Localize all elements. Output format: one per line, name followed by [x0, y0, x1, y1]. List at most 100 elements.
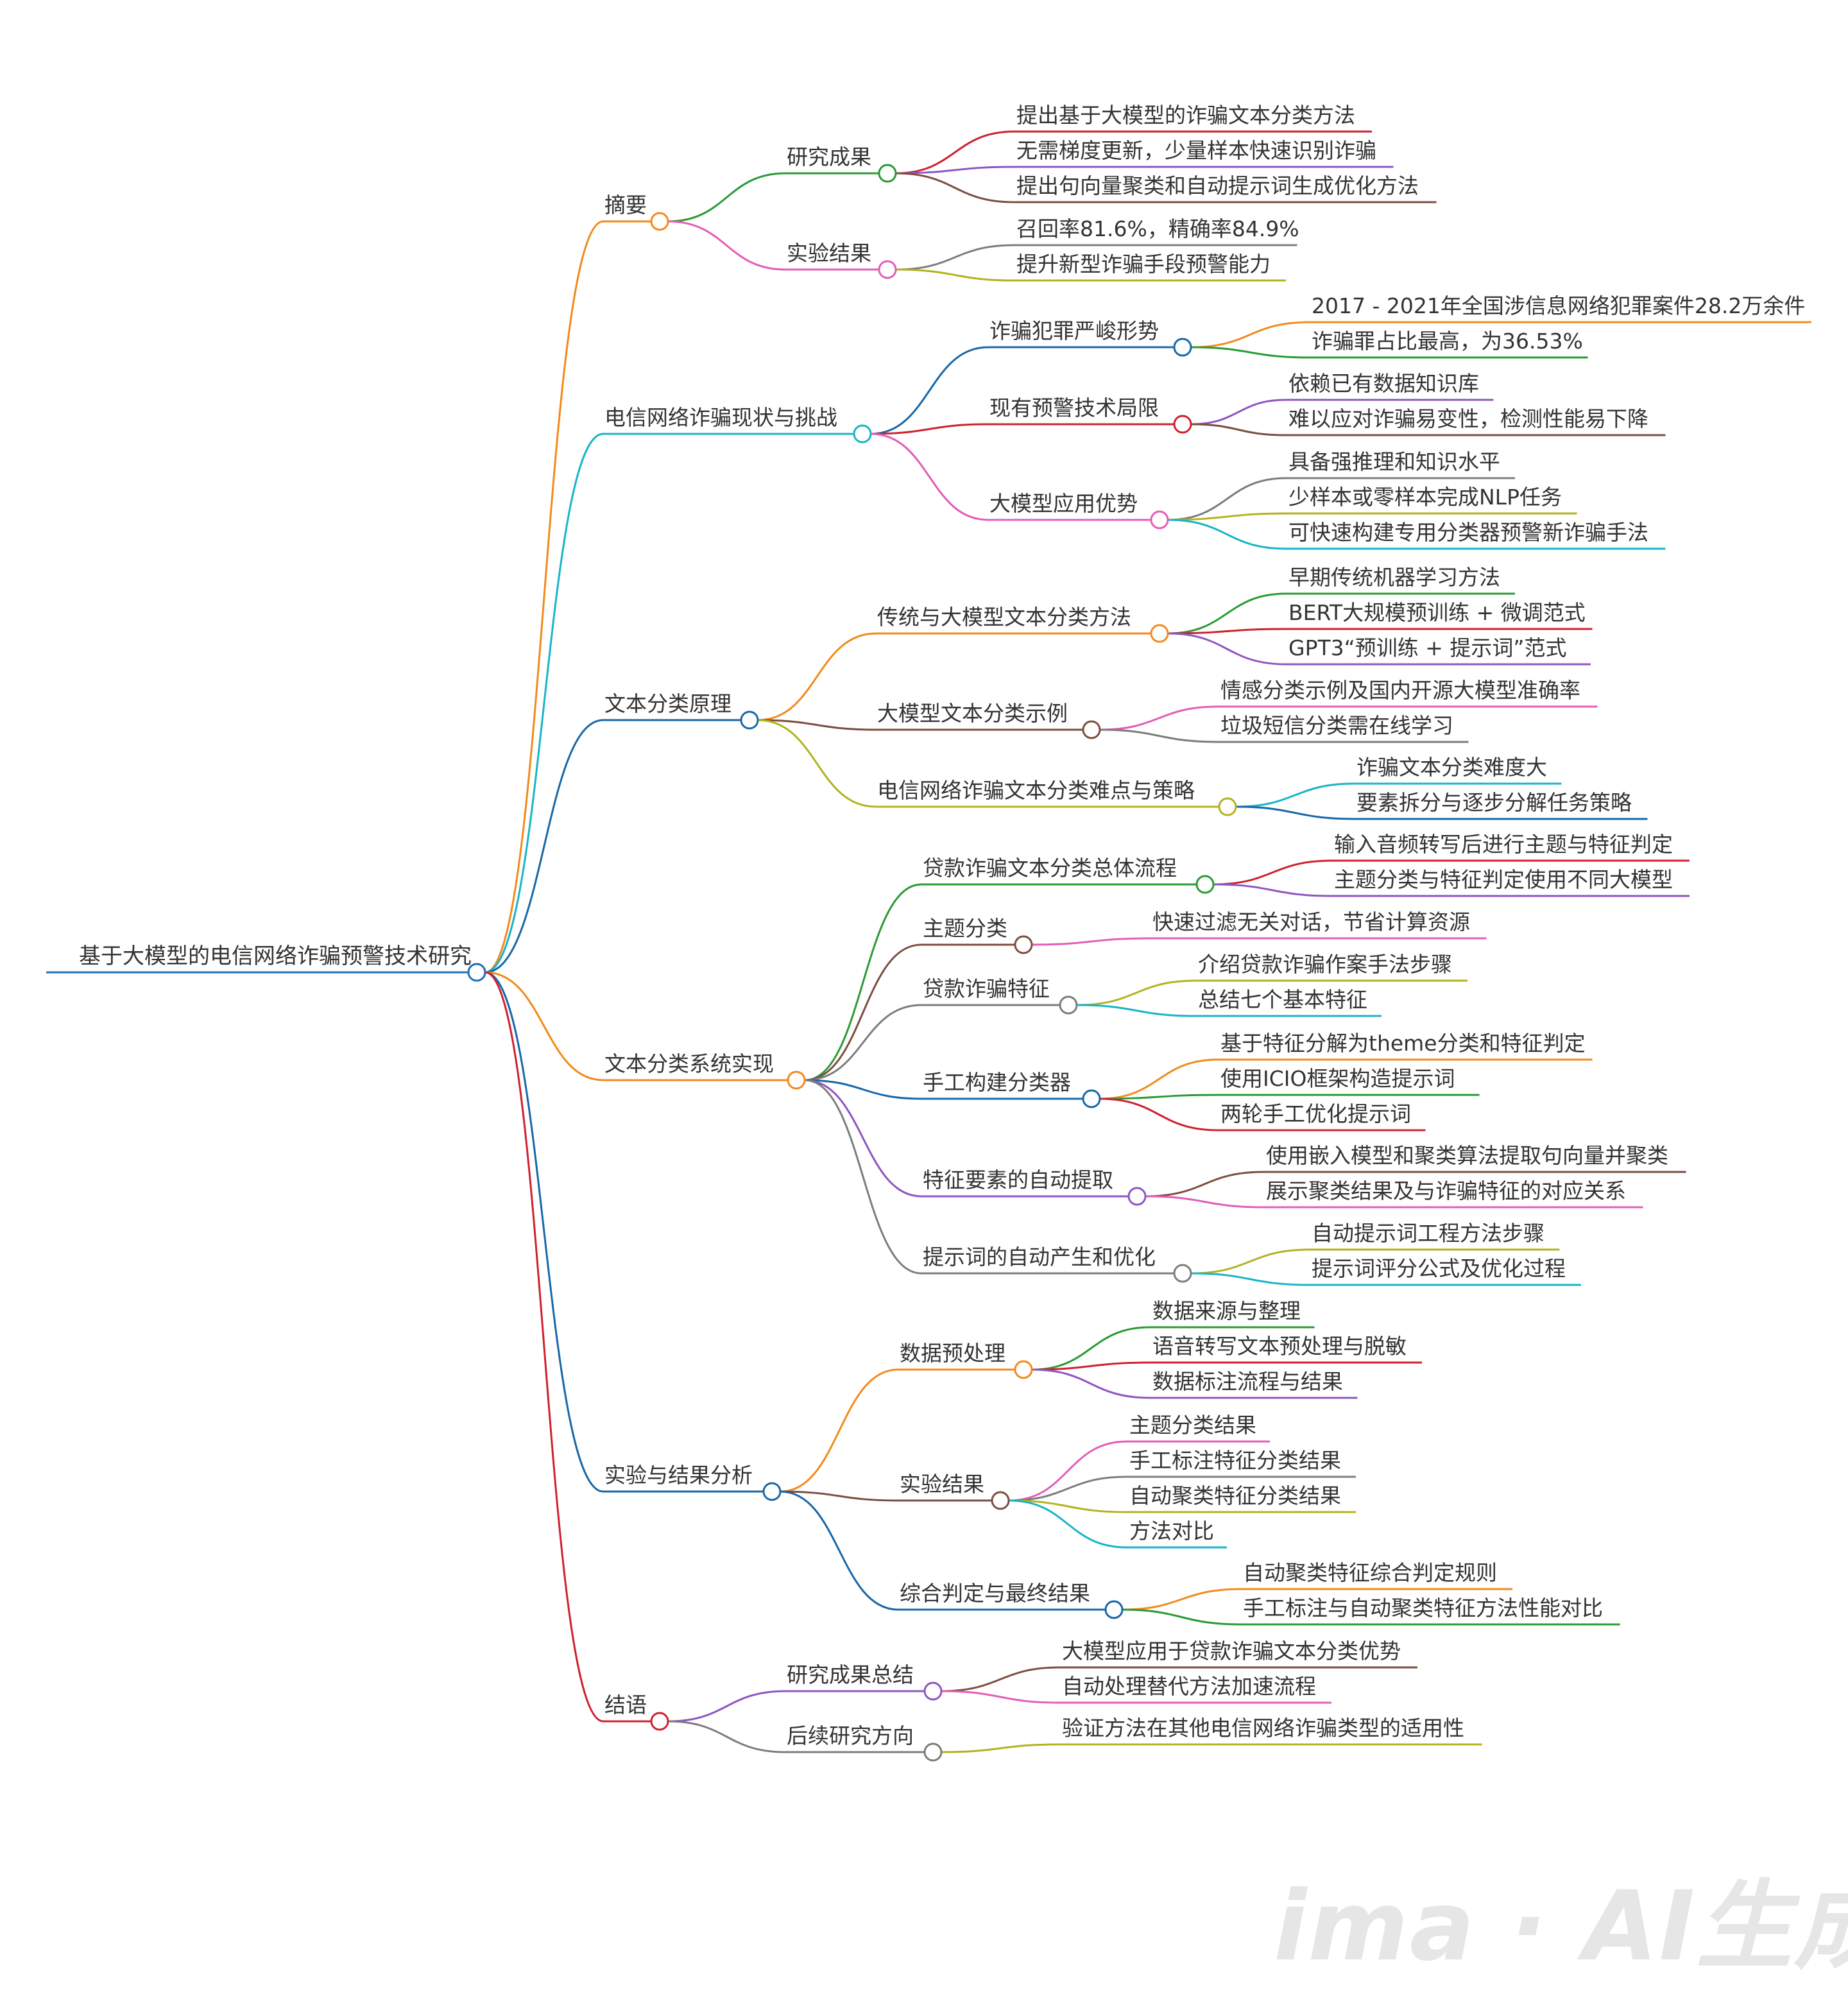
leaf-topic: 自动聚类特征综合判定规则 — [1243, 1560, 1497, 1585]
branch-node-circle[interactable] — [650, 1712, 669, 1731]
subtopic: 现有预警技术局限 — [989, 395, 1159, 420]
leaf-topic: 展示聚类结果及与诈骗特征的对应关系 — [1266, 1178, 1626, 1203]
leaf-topic: 介绍贷款诈骗作案手法步骤 — [1198, 952, 1452, 977]
leaf-connector — [1167, 519, 1287, 550]
subtopic-connector — [870, 423, 989, 435]
leaf-topic: 垃圾短信分类需在线学习 — [1220, 713, 1453, 738]
leaf-connector — [1099, 728, 1219, 743]
subtopic-connector — [780, 1368, 899, 1493]
leaf-topic: 提示词评分公式及优化过程 — [1312, 1256, 1566, 1281]
subtopic-node-circle[interactable] — [923, 1742, 943, 1762]
leaf-connector — [941, 1690, 1060, 1704]
leaf-topic: 少样本或零样本完成NLP任务 — [1288, 485, 1562, 510]
leaf-topic: GPT3“预训练 + 提示词”范式 — [1288, 635, 1566, 660]
subtopic-node-circle[interactable] — [1173, 415, 1192, 434]
leaf-connector — [1099, 1097, 1219, 1131]
branch-node-circle[interactable] — [650, 212, 669, 231]
leaf-connector — [1076, 1004, 1196, 1017]
subtopic: 主题分类 — [923, 916, 1007, 941]
subtopic-node-circle[interactable] — [1218, 797, 1237, 816]
subtopic-node-circle[interactable] — [1127, 1187, 1147, 1206]
subtopic-connector — [870, 433, 989, 521]
subtopic: 传统与大模型文本分类方法 — [877, 605, 1131, 630]
subtopic-node-circle[interactable] — [923, 1682, 943, 1701]
leaf-connector — [1167, 632, 1287, 666]
branch-node-circle[interactable] — [762, 1482, 782, 1501]
subtopic-node-circle[interactable] — [991, 1491, 1010, 1510]
leaf-connector — [1122, 1588, 1241, 1611]
leaf-topic: 语音转写文本预处理与脱敏 — [1152, 1334, 1407, 1359]
leaf-connector — [895, 244, 1014, 271]
subtopic: 综合判定与最终结果 — [900, 1581, 1090, 1606]
subtopic-connector — [757, 719, 877, 808]
subtopic: 大模型应用优势 — [989, 491, 1138, 516]
branch-topic: 文本分类系统实现 — [604, 1051, 774, 1076]
branch-connector — [484, 719, 604, 974]
leaf-topic: 提升新型诈骗手段预警能力 — [1016, 252, 1270, 277]
subtopic: 贷款诈骗特征 — [923, 976, 1050, 1001]
leaf-topic: 主题分类结果 — [1129, 1413, 1256, 1438]
subtopic-node-circle[interactable] — [1082, 1089, 1101, 1108]
subtopic-node-circle[interactable] — [1014, 1360, 1033, 1379]
branch-node-circle[interactable] — [787, 1071, 806, 1090]
subtopic: 电信网络诈骗文本分类难点与策略 — [877, 778, 1195, 803]
leaf-topic: 情感分类示例及国内开源大模型准确率 — [1220, 678, 1580, 703]
subtopic-node-circle[interactable] — [878, 260, 897, 279]
subtopic-node-circle[interactable] — [1195, 875, 1215, 894]
subtopic: 诈骗犯罪严峻形势 — [989, 318, 1159, 343]
leaf-topic: 数据来源与整理 — [1152, 1298, 1301, 1323]
leaf-connector — [1076, 979, 1196, 1006]
subtopic-connector — [804, 1004, 922, 1081]
subtopic-node-circle[interactable] — [1104, 1600, 1124, 1619]
subtopic-node-circle[interactable] — [1082, 720, 1101, 739]
leaf-topic: 具备强推理和知识水平 — [1288, 449, 1500, 474]
subtopic: 实验结果 — [900, 1472, 984, 1497]
branch-node-circle[interactable] — [740, 710, 759, 730]
subtopic-connector — [870, 346, 989, 435]
leaf-topic: 基于特征分解为theme分类和特征判定 — [1220, 1031, 1586, 1056]
leaf-connector — [895, 166, 1014, 175]
leaf-topic: 可快速构建专用分类器预警新诈骗手法 — [1288, 520, 1648, 545]
subtopic: 贷款诈骗文本分类总体流程 — [923, 856, 1177, 881]
leaf-connector — [1190, 1248, 1310, 1275]
subtopic-node-circle[interactable] — [1059, 995, 1078, 1015]
branch-node-circle[interactable] — [853, 424, 872, 443]
branch-topic: 文本分类原理 — [604, 691, 732, 716]
subtopic-connector — [804, 1079, 922, 1198]
leaf-topic: 提出基于大模型的诈骗文本分类方法 — [1016, 103, 1355, 128]
leaf-topic: 要素拆分与逐步分解任务策略 — [1356, 790, 1632, 815]
subtopic-connector — [804, 1079, 922, 1275]
leaf-topic: 验证方法在其他电信网络诈骗类型的适用性 — [1062, 1716, 1464, 1741]
leaf-connector — [1008, 1440, 1127, 1502]
leaf-topic: 自动提示词工程方法步骤 — [1312, 1221, 1544, 1246]
subtopic-node-circle[interactable] — [1173, 1264, 1192, 1283]
branch-topic: 结语 — [604, 1692, 647, 1717]
subtopic-node-circle[interactable] — [1014, 935, 1033, 954]
leaf-connector — [1008, 1475, 1127, 1502]
leaf-topic: 诈骗文本分类难度大 — [1356, 755, 1547, 780]
subtopic-connector — [780, 1490, 899, 1611]
branch-topic: 电信网络诈骗现状与挑战 — [604, 405, 837, 430]
branch-topic: 摘要 — [604, 193, 647, 218]
leaf-topic: 总结七个基本特征 — [1198, 987, 1367, 1012]
leaf-connector — [895, 268, 1014, 282]
subtopic-connector — [804, 1079, 922, 1100]
subtopic-node-circle[interactable] — [1150, 624, 1169, 643]
branch-connector — [484, 971, 604, 1723]
subtopic-node-circle[interactable] — [1173, 338, 1192, 357]
root-node-circle[interactable] — [467, 963, 486, 982]
subtopic-connector — [780, 1490, 899, 1502]
subtopic: 研究成果总结 — [787, 1662, 914, 1687]
leaf-connector — [1122, 1608, 1241, 1626]
leaf-connector — [1167, 592, 1287, 635]
branch-topic: 实验与结果分析 — [604, 1463, 753, 1488]
leaf-connector — [1099, 1094, 1219, 1100]
leaf-topic: 方法对比 — [1129, 1519, 1214, 1544]
leaf-connector — [1213, 859, 1332, 886]
subtopic-node-circle[interactable] — [878, 164, 897, 183]
subtopic-node-circle[interactable] — [1150, 510, 1169, 529]
subtopic: 大模型文本分类示例 — [877, 701, 1068, 726]
leaf-connector — [1190, 346, 1310, 359]
subtopic: 特征要素的自动提取 — [923, 1167, 1113, 1192]
